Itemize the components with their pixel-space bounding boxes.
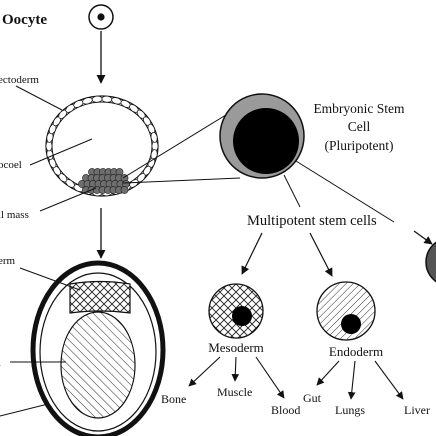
blastocoel-label: ocoel bbox=[0, 159, 22, 171]
mesoderm-label: Mesoderm bbox=[208, 340, 264, 355]
esc-label-line3: (Pluripotent) bbox=[325, 138, 394, 153]
trophectoderm-cell bbox=[150, 132, 158, 143]
embryo-inner-membrane bbox=[39, 272, 157, 432]
inner-mass-cell bbox=[120, 186, 129, 194]
gut-label: Gut bbox=[303, 391, 322, 405]
trophectoderm-cell bbox=[101, 95, 113, 103]
mesoderm-to-bone-arrow bbox=[188, 356, 221, 387]
endoderm-to-lungs-arrow bbox=[347, 360, 356, 400]
embryo-top-label: erm bbox=[0, 255, 16, 267]
ectoderm-pointer bbox=[15, 85, 63, 111]
mesoderm-to-muscle-arrow bbox=[231, 356, 240, 382]
embryo-hatched-core bbox=[60, 311, 136, 419]
oocyte-nucleus bbox=[97, 13, 105, 21]
inner-cell-mass bbox=[78, 168, 130, 194]
lungs-label: Lungs bbox=[335, 403, 365, 417]
embryo-top-pointer bbox=[19, 267, 81, 291]
blood-label: Blood bbox=[271, 403, 300, 417]
to-mesoderm-arrow bbox=[241, 232, 263, 275]
endoderm-label: Endoderm bbox=[329, 344, 383, 359]
trophectoderm-cell bbox=[91, 95, 103, 103]
blastocyst bbox=[45, 95, 159, 197]
mass-to-esc-upper-line bbox=[122, 109, 235, 179]
muscle-label: Muscle bbox=[217, 385, 252, 399]
to-endoderm-arrow bbox=[309, 232, 333, 277]
embryo-bottom-pointer bbox=[0, 403, 49, 417]
esc-label-line2: Cell bbox=[348, 119, 371, 134]
endoderm-to-liver-arrow bbox=[374, 360, 404, 400]
multipotent-label: Multipotent stem cells bbox=[247, 213, 377, 229]
oocyte-label: Oocyte bbox=[2, 12, 47, 28]
offscreen-cell bbox=[425, 241, 436, 283]
mass-to-esc-lower-line bbox=[122, 177, 241, 184]
endoderm-to-gut-arrow bbox=[316, 360, 340, 386]
embryo-crosshatch-region bbox=[69, 280, 131, 314]
mesoderm-nucleus bbox=[232, 306, 252, 326]
embryo-mid-label: i bbox=[0, 357, 1, 369]
blastocoel-pointer bbox=[29, 138, 93, 166]
esc-to-multipotent-line bbox=[283, 174, 301, 208]
inner-cell-mass-label: ll mass bbox=[0, 209, 29, 221]
embryonic-stem-cell-nucleus bbox=[233, 108, 299, 174]
liver-label: Liver bbox=[404, 403, 430, 417]
esc-label-line1: Embryonic Stem bbox=[313, 101, 405, 116]
to-offscreen-arrow bbox=[413, 230, 433, 245]
mesoderm-to-blood-arrow bbox=[255, 356, 285, 399]
ectoderm-label: ectoderm bbox=[0, 74, 39, 86]
inner-cell-mass-pointer bbox=[39, 187, 97, 212]
bone-label: Bone bbox=[161, 392, 186, 406]
endoderm-nucleus bbox=[341, 314, 361, 334]
esc-to-right-line bbox=[295, 160, 395, 223]
